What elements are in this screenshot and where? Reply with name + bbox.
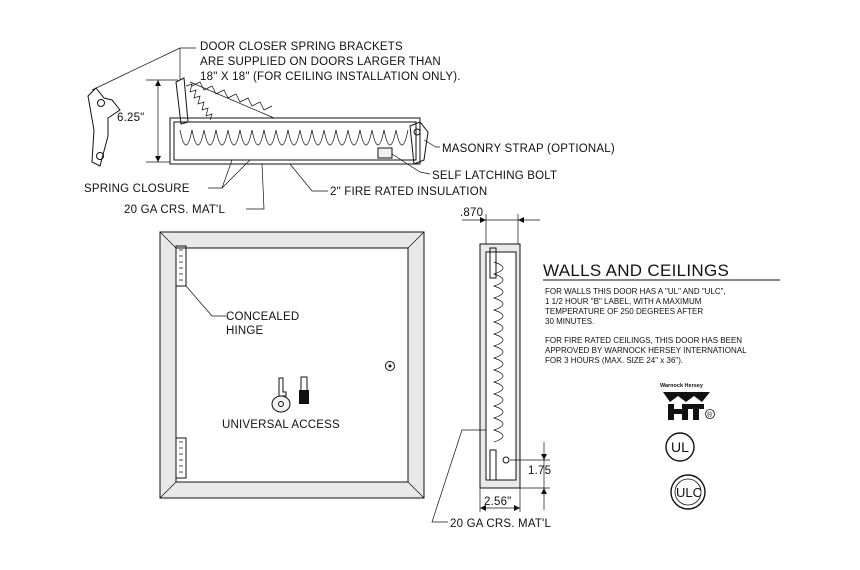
ul-letters: UL [671,439,689,455]
dim-256-label: 2.56" [484,496,511,508]
closer-spring-bracket [87,87,121,167]
warnock-hersey-text: Warnock Hersey [660,383,704,389]
wh-bar [682,404,688,420]
strap-screw [413,128,421,136]
self-latching-label: SELF LATCHING BOLT [432,170,557,182]
side-hinge-top [489,247,497,279]
warnock-wings [663,392,710,402]
latching-bolt [377,147,393,159]
walls-line: FOR WALLS THIS DOOR HAS A "UL" AND "ULC"… [545,287,726,296]
ul-circle [665,432,695,462]
dim-870-label: .870 [460,207,483,219]
front-view: CONCEALED HINGE UNIVERSAL ACCESS [159,231,425,499]
closer-spring [185,83,213,121]
lock-keyhole [388,364,392,368]
wh-bar [668,409,684,414]
info-title: WALLS AND CEILINGS [543,261,729,280]
side-section-view: .870 1.75 2.56" 20 GA CRS. MAT'L [431,207,551,530]
ulc-circle [670,474,706,510]
masonry-strap-label: MASONRY STRAP (OPTIONAL) [442,143,615,155]
leader-hinge [185,285,226,317]
walls-line: 30 MINUTES. [545,317,594,326]
info-block: WALLS AND CEILINGS FOR WALLS THIS DOOR H… [543,261,780,365]
leader-ga-top [246,163,265,210]
ulc-inner-circle [674,478,702,506]
leader-fire-insulation [289,163,328,192]
hinge-top [175,245,187,287]
frame-corner [407,231,425,249]
hinge-bottom [175,437,187,479]
leader-masonry-strap [423,139,440,148]
closer-spring-coil [191,81,273,111]
closer-note-line1: DOOR CLOSER SPRING BRACKETS [200,41,403,53]
bracket-hole [96,152,104,160]
leader-ga-bottom [431,429,486,523]
walls-line: 1 1/2 HOUR "B" LABEL, WITH A MAXIMUM [545,297,702,306]
walls-line: TEMPERATURE OF 250 DEGREES AFTER [545,307,703,316]
hinge-label-line1: CONCEALED [226,311,299,323]
ceiling-line: FOR FIRE RATED CEILINGS, THIS DOOR HAS B… [545,336,742,345]
bracket-hole [97,99,105,107]
closer-note-line3: 18" X 18" (FOR CEILING INSTALLATION ONLY… [200,71,461,83]
ga-bottom-label: 20 GA CRS. MAT'L [450,518,551,530]
ceiling-line: APPROVED BY WARNOCK HERSEY INTERNATIONAL [545,346,747,355]
ul-logo: UL [665,432,695,462]
side-latch [502,456,510,464]
ulc-letters: ULC [676,485,702,500]
side-hinge-bottom [489,449,497,481]
lock-cylinder [385,361,395,371]
screwdriver-bit-icon [299,376,309,404]
leader-latching-bolt [391,153,431,175]
door-leaf-open [175,77,189,125]
wh-bar [693,404,699,420]
hinge-knuckles [179,441,183,473]
side-panel [485,251,517,481]
closer-note-line2: ARE SUPPLIED ON DOORS LARGER THAN [200,56,441,68]
frame-outline [169,117,421,165]
registered-mark [705,409,715,419]
dim-height-label: 6.25" [117,112,144,124]
fire-insulation-corrugation [179,129,409,146]
frame-corner [159,481,177,499]
universal-access-label: UNIVERSAL ACCESS [222,419,340,431]
door-panel-front [175,247,409,483]
frame-inner [173,121,417,161]
leader-closer-brackets [91,47,196,91]
fire-insulation-label: 2" FIRE RATED INSULATION [330,186,487,198]
registered-symbol: ® [707,411,713,419]
top-section-view: DOOR CLOSER SPRING BRACKETS ARE SUPPLIED… [84,41,615,216]
frame-corner [159,231,177,249]
ga-top-label: 20 GA CRS. MAT'L [124,204,225,216]
hinge-label-line2: HINGE [226,325,264,337]
masonry-strap [409,121,429,165]
spring-closure-label: SPRING CLOSURE [84,183,190,195]
ulc-logo: ULC [670,474,706,510]
key-icon [271,377,291,413]
leader-spring-closure-b [221,159,251,189]
dim-175-label: 1.75 [528,465,551,477]
closer-arm [189,81,275,119]
frame-corner [407,481,425,499]
hinge-knuckles [179,249,183,281]
side-insulation-corrugation [492,261,504,443]
warnock-hersey-logo: Warnock Hersey ® [660,383,715,420]
ceiling-line: FOR 3 HOURS (MAX. SIZE 24" x 36"). [545,356,683,365]
